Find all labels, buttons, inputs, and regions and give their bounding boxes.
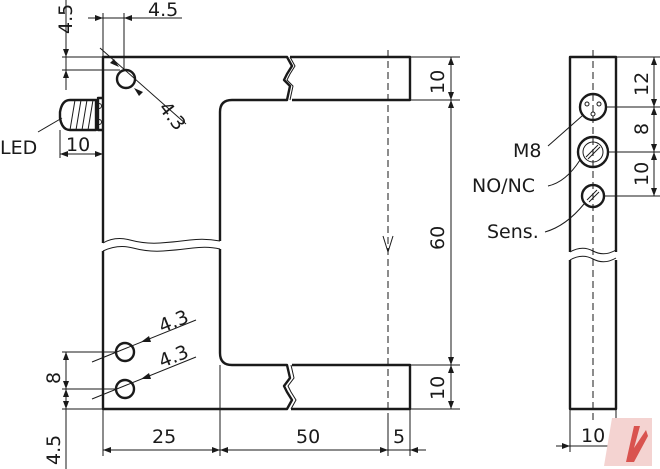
arrow-left-3 [63, 389, 69, 397]
led-connector: LED [0, 96, 103, 159]
led-label: LED [0, 137, 37, 159]
dim-text-8-right: 8 [631, 123, 653, 135]
arrow-bottom-1 [103, 447, 111, 453]
arrow-top-4-5-h-b [124, 15, 132, 21]
m8-pin-2 [596, 101, 602, 107]
dim-text-4-3-c: 4.3 [156, 341, 192, 373]
dim-text-4-3-a: 4.3 [154, 98, 190, 135]
arrow-right-1 [448, 57, 454, 65]
arrow-led-10-a [60, 151, 68, 157]
arrow-right-6 [448, 401, 454, 409]
dim-text-25: 25 [152, 426, 176, 448]
body-outline-lower [101, 249, 294, 411]
arrow-right-3 [448, 100, 454, 108]
led-lens [58, 98, 98, 132]
no-nc-switch-slot-1 [585, 144, 599, 158]
body-outline-top-arm-right [290, 55, 412, 102]
dim-text-4-5-top-h: 4.5 [148, 0, 178, 21]
arrow-side-5 [651, 152, 657, 160]
arrow-bottom-4 [380, 447, 388, 453]
arrow-top-4-5-v-a [63, 49, 69, 57]
arrow-left-1 [63, 352, 69, 360]
no-nc-switch-slot-2 [587, 146, 601, 160]
arrow-right-4 [448, 357, 454, 365]
sensitivity-pot-slot-2 [588, 191, 600, 203]
beam-direction-arrow [382, 235, 394, 254]
dim-text-4-3-b: 4.3 [156, 306, 192, 338]
arrow-bottom-5 [410, 447, 418, 453]
arrow-side-2 [651, 99, 657, 107]
dim-text-10-led: 10 [66, 134, 90, 156]
arrow-left-4 [63, 401, 69, 409]
arrow-side-1 [651, 57, 657, 65]
arrow-left-2 [63, 381, 69, 389]
sens-label: Sens. [487, 221, 539, 243]
dim-text-8-left: 8 [43, 372, 65, 384]
brand-logo-shape [604, 418, 652, 466]
sensor-body-front-view [101, 50, 412, 420]
arrow-4-3-b [141, 336, 151, 342]
arrow-bottom-3 [220, 447, 228, 453]
dim-text-10-bottom-right: 10 [427, 376, 449, 400]
arrow-bottom-2 [212, 447, 220, 453]
dimensions-side-view: 12 8 10 10 [556, 56, 660, 452]
break-line-left-leg-lower [102, 246, 221, 252]
break-line-top-arm [286, 56, 296, 101]
break-line-left-leg-upper [102, 238, 221, 244]
dim-text-10-top-right: 10 [427, 70, 449, 94]
dimensions-front-view: 4.5 4.5 4.3 10 10 60 10 [43, 0, 460, 469]
arrow-right-5 [448, 365, 454, 373]
led-thread-1 [69, 99, 76, 131]
dim-text-5: 5 [393, 426, 405, 448]
dim-text-4-5-bottom-v: 4.5 [43, 435, 65, 465]
m8-pin-1 [584, 101, 590, 107]
arrow-4-3-a [110, 59, 119, 67]
led-thread-3 [81, 99, 88, 131]
arrow-top-4-5-h-a [95, 15, 103, 21]
brand-logo-mark [626, 426, 648, 462]
arrow-led-10-b [95, 151, 103, 157]
sens-leader-line [544, 203, 585, 233]
no-nc-leader-line [547, 159, 581, 187]
sensitivity-pot-slot-1 [586, 189, 598, 201]
body-outline-bottom-arm-right [291, 363, 412, 411]
led-thread-2 [75, 99, 82, 131]
dim-text-4-5-top-v: 4.5 [55, 4, 77, 34]
body-outline-upper [101, 55, 294, 243]
break-line-bottom-arm [287, 364, 297, 410]
arrow-4-3-c [141, 373, 151, 379]
led-screw-1 [96, 103, 102, 109]
brand-logo-icon [604, 418, 652, 466]
dim-text-50: 50 [296, 426, 320, 448]
arrow-side-6 [651, 188, 657, 196]
dim-text-60: 60 [427, 226, 449, 250]
led-leader-line [37, 117, 63, 133]
arrow-side-bottom-1 [562, 443, 570, 449]
arrow-side-4 [651, 144, 657, 152]
arrow-top-4-5-v-b [63, 70, 69, 78]
led-housing [96, 96, 103, 132]
led-thread-4 [87, 99, 94, 131]
no-nc-switch-inner [582, 141, 604, 163]
m8-leader-line [547, 115, 583, 147]
dim-text-10-side-bottom: 10 [581, 425, 605, 447]
arrow-side-3 [651, 107, 657, 115]
dim-text-12: 12 [631, 72, 653, 96]
arrow-4-3-a2 [134, 88, 143, 96]
sensor-body-side-view: M8 NO/NC Sens. [472, 50, 618, 420]
m8-pin-3 [590, 111, 596, 117]
arrow-right-2 [448, 92, 454, 100]
mounting-hole-top [115, 68, 137, 90]
no-nc-label: NO/NC [472, 175, 535, 197]
dim-text-10-side-right: 10 [631, 162, 653, 186]
led-screw-2 [96, 119, 102, 125]
m8-label: M8 [513, 140, 541, 162]
